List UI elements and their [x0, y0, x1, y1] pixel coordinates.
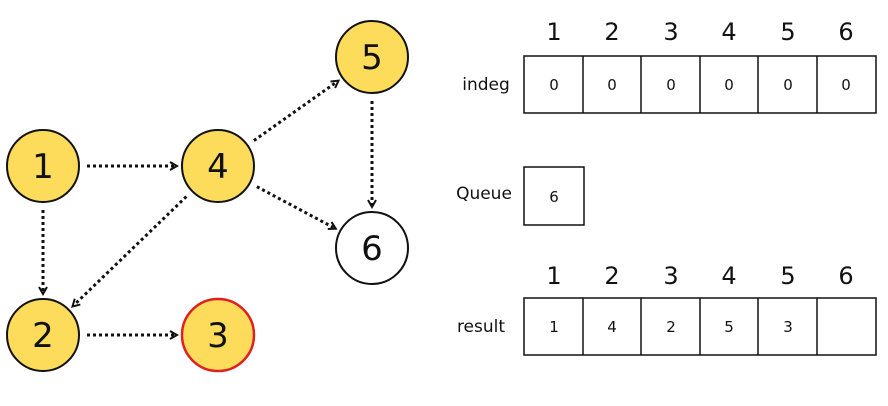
node-5: 5	[335, 20, 409, 94]
indeg-cell-5: 0	[783, 76, 793, 94]
indeg-cell-3: 0	[666, 76, 676, 94]
result-col-3: 3	[663, 262, 678, 290]
indeg-col-3: 3	[663, 18, 678, 46]
queue-item-1: 6	[549, 188, 559, 206]
node-3: 3	[180, 297, 256, 373]
node-5-label: 5	[361, 38, 383, 78]
node-3-label: 3	[207, 316, 229, 356]
result-col-6: 6	[838, 262, 853, 290]
node-4-label: 4	[207, 147, 229, 187]
result-col-5: 5	[780, 262, 795, 290]
indeg-cell-1: 0	[549, 76, 559, 94]
result-col-2: 2	[604, 262, 619, 290]
edge-4-to-2	[73, 195, 188, 306]
indeg-col-4: 4	[721, 18, 736, 46]
indeg-cell-2: 0	[607, 76, 617, 94]
indeg-col-2: 2	[604, 18, 619, 46]
indeg-cell-6: 0	[841, 76, 851, 94]
edge-4-to-6	[256, 185, 335, 229]
graph-nodes: 1 2 3 4 5 6	[6, 20, 409, 373]
result-cell-4: 5	[724, 318, 734, 336]
result-cell-1: 1	[549, 318, 559, 336]
node-1-label: 1	[32, 147, 54, 187]
node-4: 4	[181, 129, 255, 203]
edge-4-to-5	[253, 81, 338, 142]
node-6-label: 6	[361, 229, 383, 269]
result-table: 1 2 3 4 5 6 result 1 4 2 5 3	[457, 262, 877, 356]
indeg-col-6: 6	[838, 18, 853, 46]
node-1: 1	[6, 129, 80, 203]
indeg-cell-4: 0	[724, 76, 734, 94]
indeg-table: 1 2 3 4 5 6 indeg 0 0 0 0 0 0	[462, 18, 877, 114]
indeg-col-5: 5	[780, 18, 795, 46]
indeg-label: indeg	[462, 75, 510, 95]
result-cell-2: 4	[607, 318, 617, 336]
graph-edges	[43, 81, 372, 335]
queue-cell-box	[523, 166, 585, 226]
result-col-1: 1	[546, 262, 561, 290]
indeg-col-1: 1	[546, 18, 561, 46]
result-label: result	[457, 317, 505, 337]
queue: Queue 6	[456, 166, 585, 226]
queue-label: Queue	[456, 184, 512, 204]
result-cell-3: 2	[666, 318, 676, 336]
node-2-label: 2	[32, 316, 54, 356]
result-cell-5: 3	[783, 318, 793, 336]
node-2: 2	[6, 298, 80, 372]
node-6: 6	[335, 211, 409, 285]
result-col-4: 4	[721, 262, 736, 290]
